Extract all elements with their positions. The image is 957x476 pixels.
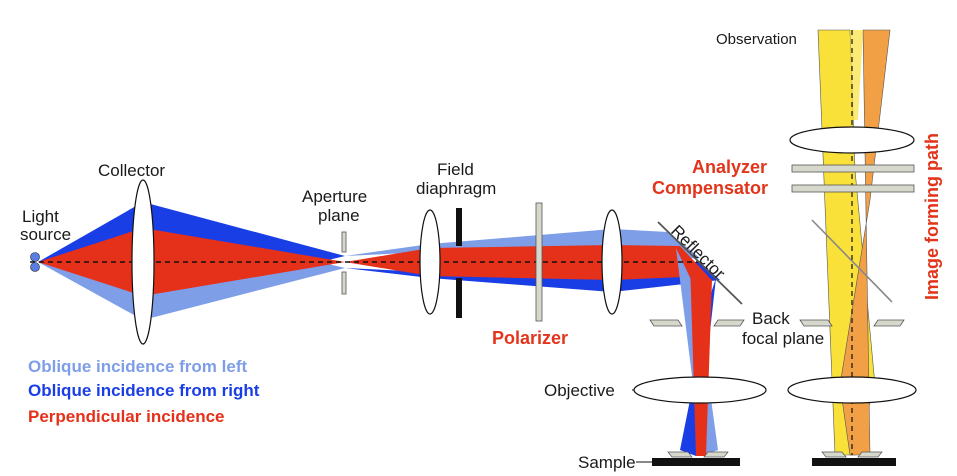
beam-perpendicular-down (690, 262, 712, 456)
beam-perpendicular-source (38, 228, 143, 296)
back-focal-plane-plates-right (799, 319, 905, 327)
light-source-label-line2: source (20, 225, 71, 244)
compensator-filter (791, 184, 915, 193)
objective-lens (633, 376, 767, 404)
collector-lens (131, 179, 155, 345)
illumination-beams (38, 202, 720, 456)
legend-item-perpendicular: Perpendicular incidence (28, 407, 225, 426)
beam-perpendicular-field (430, 245, 708, 280)
objective-label: Objective (544, 381, 615, 400)
reflector-mirror (657, 221, 743, 305)
objective-lens-right (787, 376, 917, 404)
sample-stage-right (812, 451, 896, 466)
beam-right-oblique-aperture (345, 268, 430, 278)
legend-item-left-oblique: Oblique incidence from left (28, 357, 247, 376)
polarizer-filter (535, 202, 543, 322)
ocular-lens (789, 126, 915, 154)
light-source-icon (30, 252, 40, 272)
beam-yellow-overlap (850, 30, 863, 120)
observation-label: Observation (716, 31, 797, 48)
relay-lens (601, 209, 623, 315)
compensator-label: Compensator (652, 178, 768, 198)
beam-perpendicular-collector (143, 228, 345, 296)
field-diaphragm-label-line2: diaphragm (416, 179, 496, 198)
image-forming-path-label: Image forming path (922, 133, 942, 300)
legend-item-right-oblique: Oblique incidence from right (28, 381, 260, 400)
back-focal-plane-label-line1: Back (752, 309, 790, 328)
collector-label: Collector (98, 161, 165, 180)
aperture-plane-label-line2: plane (318, 206, 360, 225)
analyzer-filter (791, 164, 915, 173)
sample-stage (652, 451, 740, 466)
beam-perpendicular-aperture (345, 248, 430, 276)
sample-label: Sample (578, 453, 636, 472)
field-diaphragm (456, 208, 462, 318)
field-diaphragm-label-line1: Field (437, 160, 474, 179)
legend: Oblique incidence from left Oblique inci… (28, 357, 260, 426)
light-source-label-line1: Light (22, 207, 59, 226)
reflector-mirror-right (811, 219, 893, 303)
aperture-plane-diaphragm (341, 231, 347, 295)
aperture-plane-label-line1: Aperture (302, 187, 367, 206)
back-focal-plane-plates (649, 319, 745, 327)
polarizer-label: Polarizer (492, 328, 568, 348)
analyzer-label: Analyzer (692, 157, 767, 177)
back-focal-plane-label-line2: focal plane (742, 329, 824, 348)
field-lens (419, 209, 441, 315)
